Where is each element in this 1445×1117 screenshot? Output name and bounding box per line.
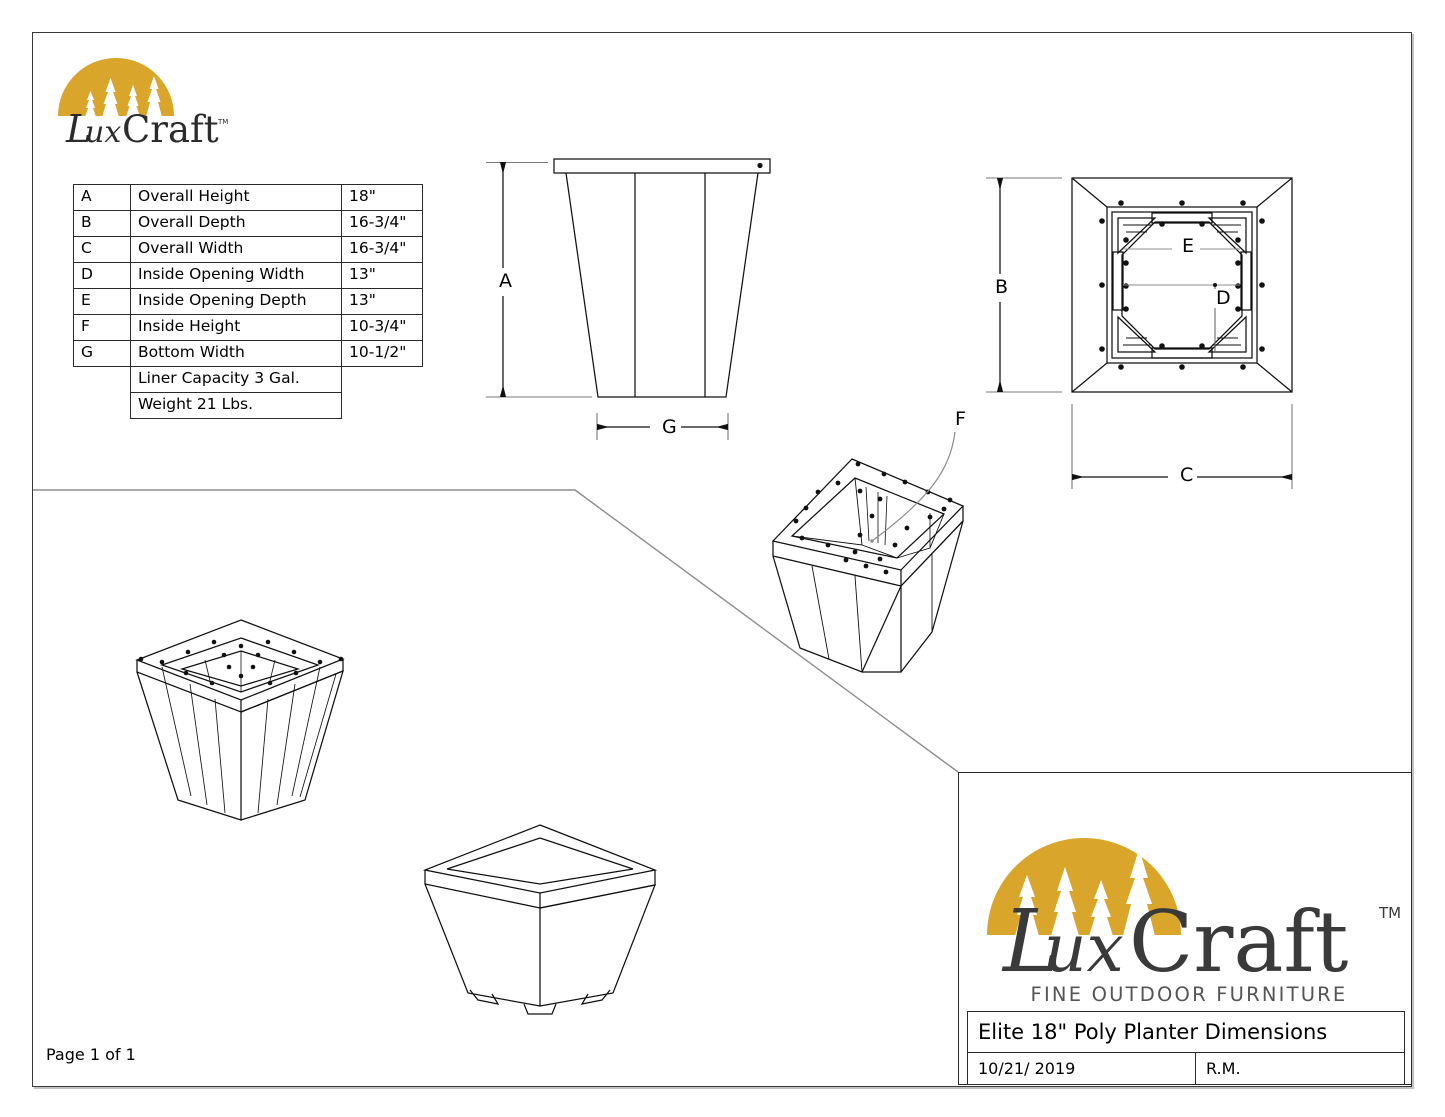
- dimension-label-F: F: [951, 410, 970, 429]
- logo-tagline: FINE OUTDOOR FURNITURE: [1031, 983, 1348, 1006]
- logo-trademark-symbol: TM: [217, 118, 228, 126]
- note-text: Weight 21 Lbs.: [130, 392, 342, 419]
- dimension-label-D: D: [1212, 289, 1235, 308]
- dimension-label-A: A: [495, 272, 516, 291]
- dim-desc: Inside Opening Depth: [130, 288, 342, 315]
- dim-value: 18": [341, 184, 423, 211]
- logo-wordmark-lux: L: [65, 107, 91, 148]
- table-row: B Overall Depth 16-3/4": [73, 210, 423, 237]
- table-row: A Overall Height 18": [73, 184, 423, 211]
- dim-value: 10-3/4": [341, 314, 423, 341]
- logo-wordmark-craft: Craft: [1129, 893, 1349, 991]
- dimension-label-E: E: [1178, 237, 1199, 256]
- dim-value: 10-1/2": [341, 340, 423, 367]
- logo-pine-trees: [85, 76, 162, 117]
- table-row: D Inside Opening Width 13": [73, 262, 423, 289]
- dimension-label-B: B: [991, 278, 1013, 297]
- drawing-title: Elite 18" Poly Planter Dimensions: [967, 1011, 1405, 1053]
- note-text: Liner Capacity 3 Gal.: [130, 366, 342, 393]
- dim-key: D: [73, 262, 131, 289]
- table-row: G Bottom Width 10-1/2": [73, 340, 423, 367]
- dim-key: F: [73, 314, 131, 341]
- dimension-label-C: C: [1176, 466, 1198, 485]
- dim-value: 16-3/4": [341, 236, 423, 263]
- logo-wordmark-ux: ux: [85, 115, 121, 148]
- sheet-border: [32, 32, 1412, 1087]
- dim-desc: Overall Depth: [130, 210, 342, 237]
- title-block-meta-row: 10/21/ 2019 R.M.: [967, 1053, 1405, 1085]
- dim-desc: Inside Height: [130, 314, 342, 341]
- table-row: F Inside Height 10-3/4": [73, 314, 423, 341]
- dim-desc: Overall Height: [130, 184, 342, 211]
- dim-desc: Overall Width: [130, 236, 342, 263]
- page-number-label: Page 1 of 1: [46, 1045, 136, 1064]
- note-value: [342, 393, 423, 419]
- dimension-table-body: A Overall Height 18" B Overall Depth 16-…: [73, 184, 423, 419]
- dim-key: B: [73, 210, 131, 237]
- logo-wordmark-ux: ux: [1044, 910, 1124, 987]
- logo-sun-shape: [58, 58, 174, 116]
- dimension-table: A Overall Height 18" B Overall Depth 16-…: [73, 184, 423, 419]
- dim-value: 13": [341, 262, 423, 289]
- dim-value: 16-3/4": [341, 210, 423, 237]
- table-row: C Overall Width 16-3/4": [73, 236, 423, 263]
- note-value: [342, 367, 423, 393]
- logo-wordmark-craft: Craft: [122, 108, 219, 148]
- brand-logo-titleblock: L ux Craft TM FINE OUTDOOR FURNITURE: [959, 773, 1411, 1011]
- logo-pine-trees: [1015, 849, 1155, 936]
- dim-desc: Bottom Width: [130, 340, 342, 367]
- brand-logo-header: L ux Craft TM FINE OUTDOOR FURNITURE: [38, 38, 238, 158]
- table-row: E Inside Opening Depth 13": [73, 288, 423, 315]
- table-note-row: Liner Capacity 3 Gal.: [74, 366, 423, 393]
- dim-key: G: [73, 340, 131, 367]
- table-note-row: Weight 21 Lbs.: [74, 392, 423, 419]
- logo-trademark-symbol: TM: [1378, 904, 1401, 922]
- note-key: [74, 367, 131, 393]
- drawing-date: 10/21/ 2019: [968, 1053, 1196, 1084]
- dim-value: 13": [341, 288, 423, 315]
- note-key: [74, 393, 131, 419]
- title-block: L ux Craft TM FINE OUTDOOR FURNITURE Eli…: [958, 772, 1412, 1085]
- dim-key: E: [73, 288, 131, 315]
- dimension-label-G: G: [658, 418, 681, 437]
- dim-key: C: [73, 236, 131, 263]
- drawing-author: R.M.: [1206, 1059, 1241, 1078]
- logo-wordmark-lux: L: [1001, 892, 1060, 992]
- dim-desc: Inside Opening Width: [130, 262, 342, 289]
- dim-key: A: [73, 184, 131, 211]
